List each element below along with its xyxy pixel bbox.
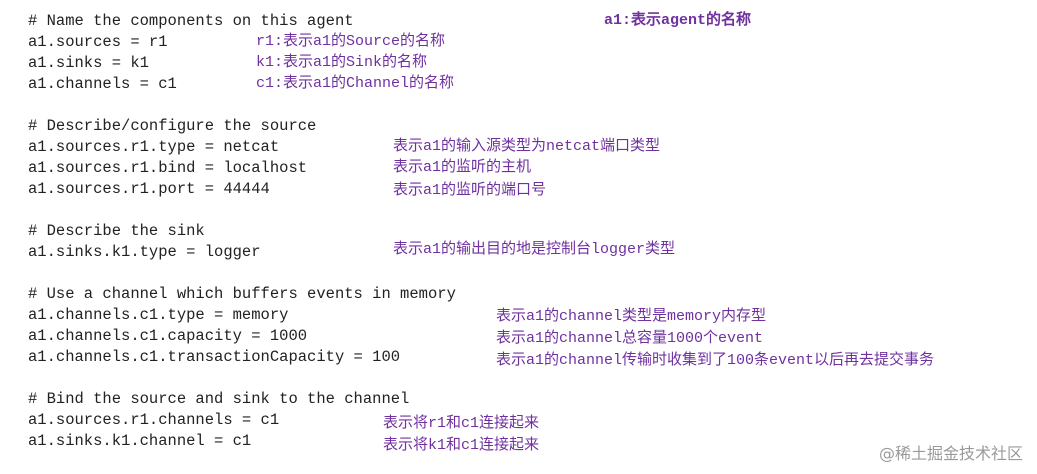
annotation-channel-transaction: 表示a1的channel传输时收集到了100条event以后再去提交事务 — [496, 352, 935, 369]
annotation-bind-k1-c1: 表示将k1和c1连接起来 — [383, 437, 540, 454]
code-line-source-bind: a1.sources.r1.bind = localhost — [28, 159, 308, 177]
code-comment-configure-source: # Describe/configure the source — [28, 117, 317, 135]
annotation-source-name: r1:表示a1的Source的名称 — [256, 33, 446, 50]
code-line-channel-type: a1.channels.c1.type = memory — [28, 306, 289, 324]
annotation-source-host: 表示a1的监听的主机 — [393, 159, 532, 176]
annotation-source-type: 表示a1的输入源类型为netcat端口类型 — [393, 138, 661, 155]
code-line-sink-type: a1.sinks.k1.type = logger — [28, 243, 261, 261]
code-comment-name-components: # Name the components on this agent — [28, 12, 354, 30]
annotation-source-port: 表示a1的监听的端口号 — [393, 182, 547, 199]
code-line-sources: a1.sources = r1 — [28, 33, 168, 51]
code-line-sink-channel: a1.sinks.k1.channel = c1 — [28, 432, 252, 450]
annotation-channel-type: 表示a1的channel类型是memory内存型 — [496, 308, 767, 325]
annotation-sink-type: 表示a1的输出目的地是控制台logger类型 — [393, 241, 676, 258]
code-line-source-port: a1.sources.r1.port = 44444 — [28, 180, 270, 198]
annotation-channel-name: c1:表示a1的Channel的名称 — [256, 75, 455, 92]
annotation-agent-name: a1:表示agent的名称 — [604, 12, 752, 29]
code-line-channel-capacity: a1.channels.c1.capacity = 1000 — [28, 327, 308, 345]
code-comment-use-channel: # Use a channel which buffers events in … — [28, 285, 456, 303]
annotation-channel-capacity: 表示a1的channel总容量1000个event — [496, 330, 764, 347]
annotation-bind-r1-c1: 表示将r1和c1连接起来 — [383, 415, 540, 432]
code-line-source-channels: a1.sources.r1.channels = c1 — [28, 411, 280, 429]
code-comment-bind: # Bind the source and sink to the channe… — [28, 390, 410, 408]
code-comment-describe-sink: # Describe the sink — [28, 222, 205, 240]
watermark: @稀土掘金技术社区 — [878, 444, 1023, 463]
code-line-channels: a1.channels = c1 — [28, 75, 177, 93]
annotation-sink-name: k1:表示a1的Sink的名称 — [256, 54, 428, 71]
code-line-source-type: a1.sources.r1.type = netcat — [28, 138, 280, 156]
code-line-channel-transaction-capacity: a1.channels.c1.transactionCapacity = 100 — [28, 348, 401, 366]
code-line-sinks: a1.sinks = k1 — [28, 54, 149, 72]
